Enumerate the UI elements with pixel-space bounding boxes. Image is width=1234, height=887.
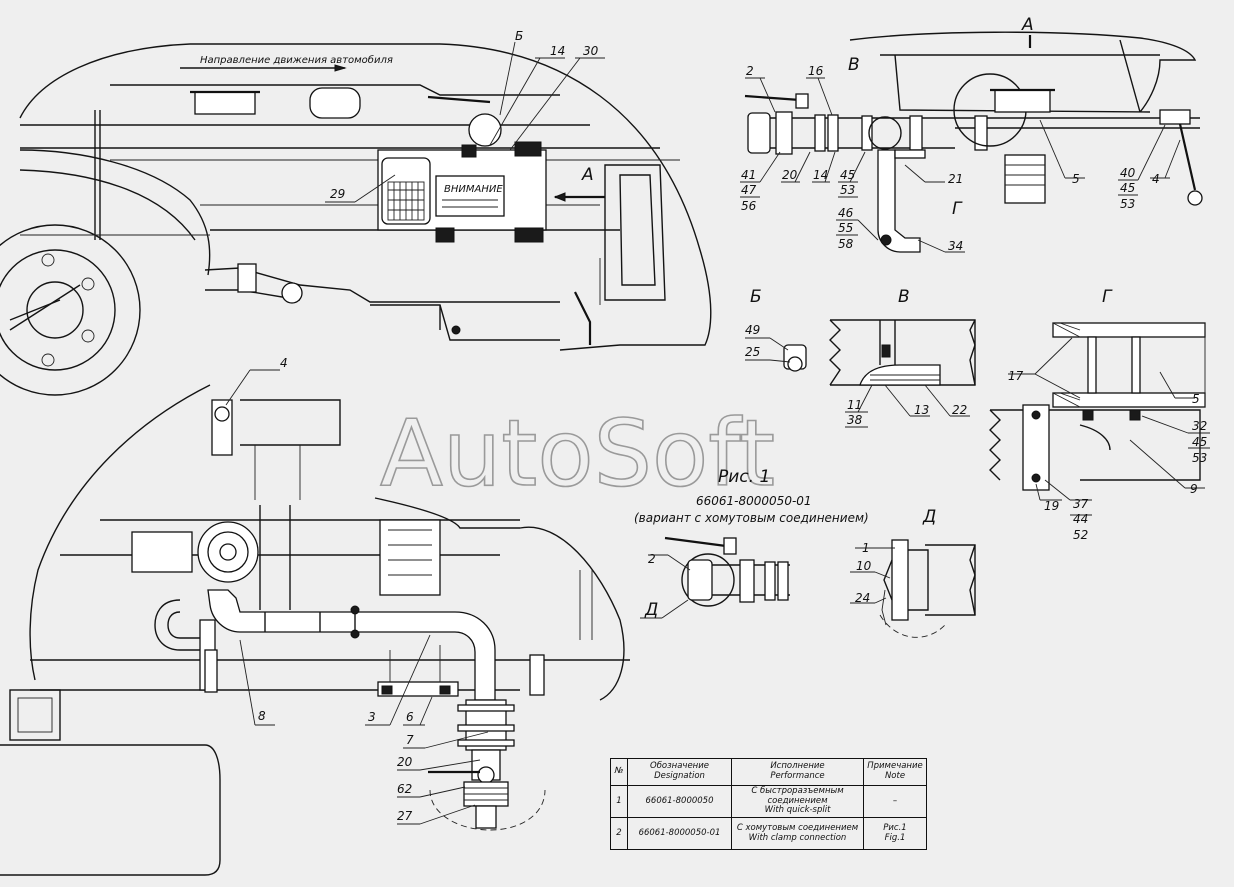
watermark: AutoSoft	[380, 400, 775, 507]
callout-2-a: 2	[746, 64, 754, 78]
header-num: №	[610, 758, 628, 786]
row-performance: С быстроразъемным соединением With quick…	[731, 785, 864, 818]
callout-53-a: 53	[840, 183, 855, 197]
figure-title: Рис. 1	[718, 467, 770, 487]
warning-plate-label: ВНИМАНИЕ	[444, 184, 503, 195]
figure-1-caption: Рис. 1 66061-8000050-01 (вариант с хомут…	[634, 467, 869, 525]
callout-14-main: 14	[550, 44, 565, 58]
view-g: Г 17 5 32 45 53 9 19 37 44 52	[989, 287, 1210, 542]
main-view-callouts: Б 14 30 29 А	[325, 29, 605, 203]
callout-7: 7	[406, 733, 414, 747]
callout-20-a: 20	[782, 168, 798, 182]
callout-27: 27	[397, 809, 413, 823]
callout-52: 52	[1073, 528, 1088, 542]
row-num: 2	[610, 817, 628, 850]
view-a-title: А	[1021, 15, 1034, 35]
view-d-marker: Д	[644, 600, 658, 620]
callout-9: 9	[1190, 482, 1198, 496]
view-d-title: Д	[922, 507, 936, 527]
figure-code: 66061-8000050-01	[696, 494, 812, 508]
callout-25: 25	[745, 345, 760, 359]
callout-8: 8	[258, 709, 266, 723]
callout-53-g: 53	[1192, 451, 1207, 465]
row-note: –	[863, 785, 927, 818]
lower-view-callouts: 4 8 3 6 7 20 62 27	[225, 356, 489, 825]
callout-11: 11	[847, 398, 862, 412]
callout-47-a: 47	[741, 183, 757, 197]
callout-20-lower: 20	[397, 755, 413, 769]
callout-2-fig1: 2	[648, 552, 656, 566]
direction-note: Направление движения автомобиля	[200, 54, 393, 66]
callout-17: 17	[1008, 369, 1024, 383]
callout-34: 34	[948, 239, 963, 253]
view-d: Д 1 10 24	[850, 507, 976, 638]
callout-3: 3	[368, 710, 376, 724]
view-v-marker: В	[848, 55, 860, 75]
view-b-title: Б	[750, 287, 762, 307]
view-g-marker: Г	[952, 199, 963, 219]
view-arrow-A: А	[581, 165, 594, 185]
callout-56-a: 56	[741, 199, 757, 213]
callout-41-a: 41	[741, 168, 756, 182]
callout-B-main: Б	[515, 29, 523, 43]
header-performance: Исполнение Performance	[731, 758, 864, 786]
callout-24: 24	[855, 591, 870, 605]
row-designation: 66061-8000050	[627, 785, 732, 818]
main-side-view: Направление движения автомобиля ВНИМАНИЕ	[0, 43, 712, 396]
callout-55: 55	[838, 221, 853, 235]
header-note: Примечание Note	[863, 758, 927, 786]
view-b: Б 49 25	[745, 287, 807, 372]
callout-40: 40	[1120, 166, 1136, 180]
callout-1: 1	[862, 541, 870, 555]
callout-62: 62	[397, 782, 412, 796]
callout-29-main: 29	[330, 187, 345, 201]
view-a: А	[744, 15, 1203, 253]
callout-22: 22	[952, 403, 967, 417]
specification-table: № Обозначение Designation Исполнение Per…	[610, 758, 927, 850]
callout-45-g: 45	[1192, 435, 1207, 449]
callout-49: 49	[745, 323, 760, 337]
callout-38: 38	[847, 413, 863, 427]
callout-10: 10	[856, 559, 872, 573]
callout-46: 46	[838, 206, 854, 220]
callout-4-lower: 4	[280, 356, 288, 370]
callout-19: 19	[1044, 499, 1059, 513]
row-note: Рис.1 Fig.1	[863, 817, 927, 850]
callout-30-main: 30	[583, 44, 599, 58]
callout-45-a: 45	[840, 168, 855, 182]
callout-5-a: 5	[1072, 172, 1080, 186]
callout-21: 21	[948, 172, 963, 186]
header-designation: Обозначение Designation	[627, 758, 732, 786]
callout-37: 37	[1073, 497, 1089, 511]
lower-plan-view	[0, 384, 630, 876]
callout-5-g: 5	[1192, 392, 1200, 406]
callout-44: 44	[1073, 512, 1088, 526]
row-performance: С хомутовым соединением With clamp conne…	[731, 817, 864, 850]
view-g-title: Г	[1102, 287, 1113, 307]
callout-16: 16	[808, 64, 824, 78]
callout-6: 6	[406, 710, 414, 724]
callout-45-a2: 45	[1120, 181, 1135, 195]
figure-1-assembly: 2 Д	[640, 536, 790, 620]
callout-32: 32	[1192, 419, 1207, 433]
view-a-callouts: 2 16 В 41 47 56 20 14 45 53 21 Г 46 55 5…	[740, 55, 1181, 253]
view-v: В 11 38 13 22	[829, 287, 976, 428]
callout-58: 58	[838, 237, 854, 251]
callout-53-a2: 53	[1120, 197, 1135, 211]
row-designation: 66061-8000050-01	[627, 817, 732, 850]
view-v-title: В	[898, 287, 910, 307]
callout-14-a: 14	[813, 168, 828, 182]
table-row: 1 66061-8000050 С быстроразъемным соедин…	[610, 785, 927, 818]
figure-note: (вариант с хомутовым соединением)	[634, 511, 869, 525]
spec-header-row: № Обозначение Designation Исполнение Per…	[610, 758, 927, 786]
row-num: 1	[610, 785, 628, 818]
callout-4-a: 4	[1152, 172, 1160, 186]
table-row: 2 66061-8000050-01 С хомутовым соединени…	[610, 817, 927, 850]
callout-13: 13	[914, 403, 929, 417]
